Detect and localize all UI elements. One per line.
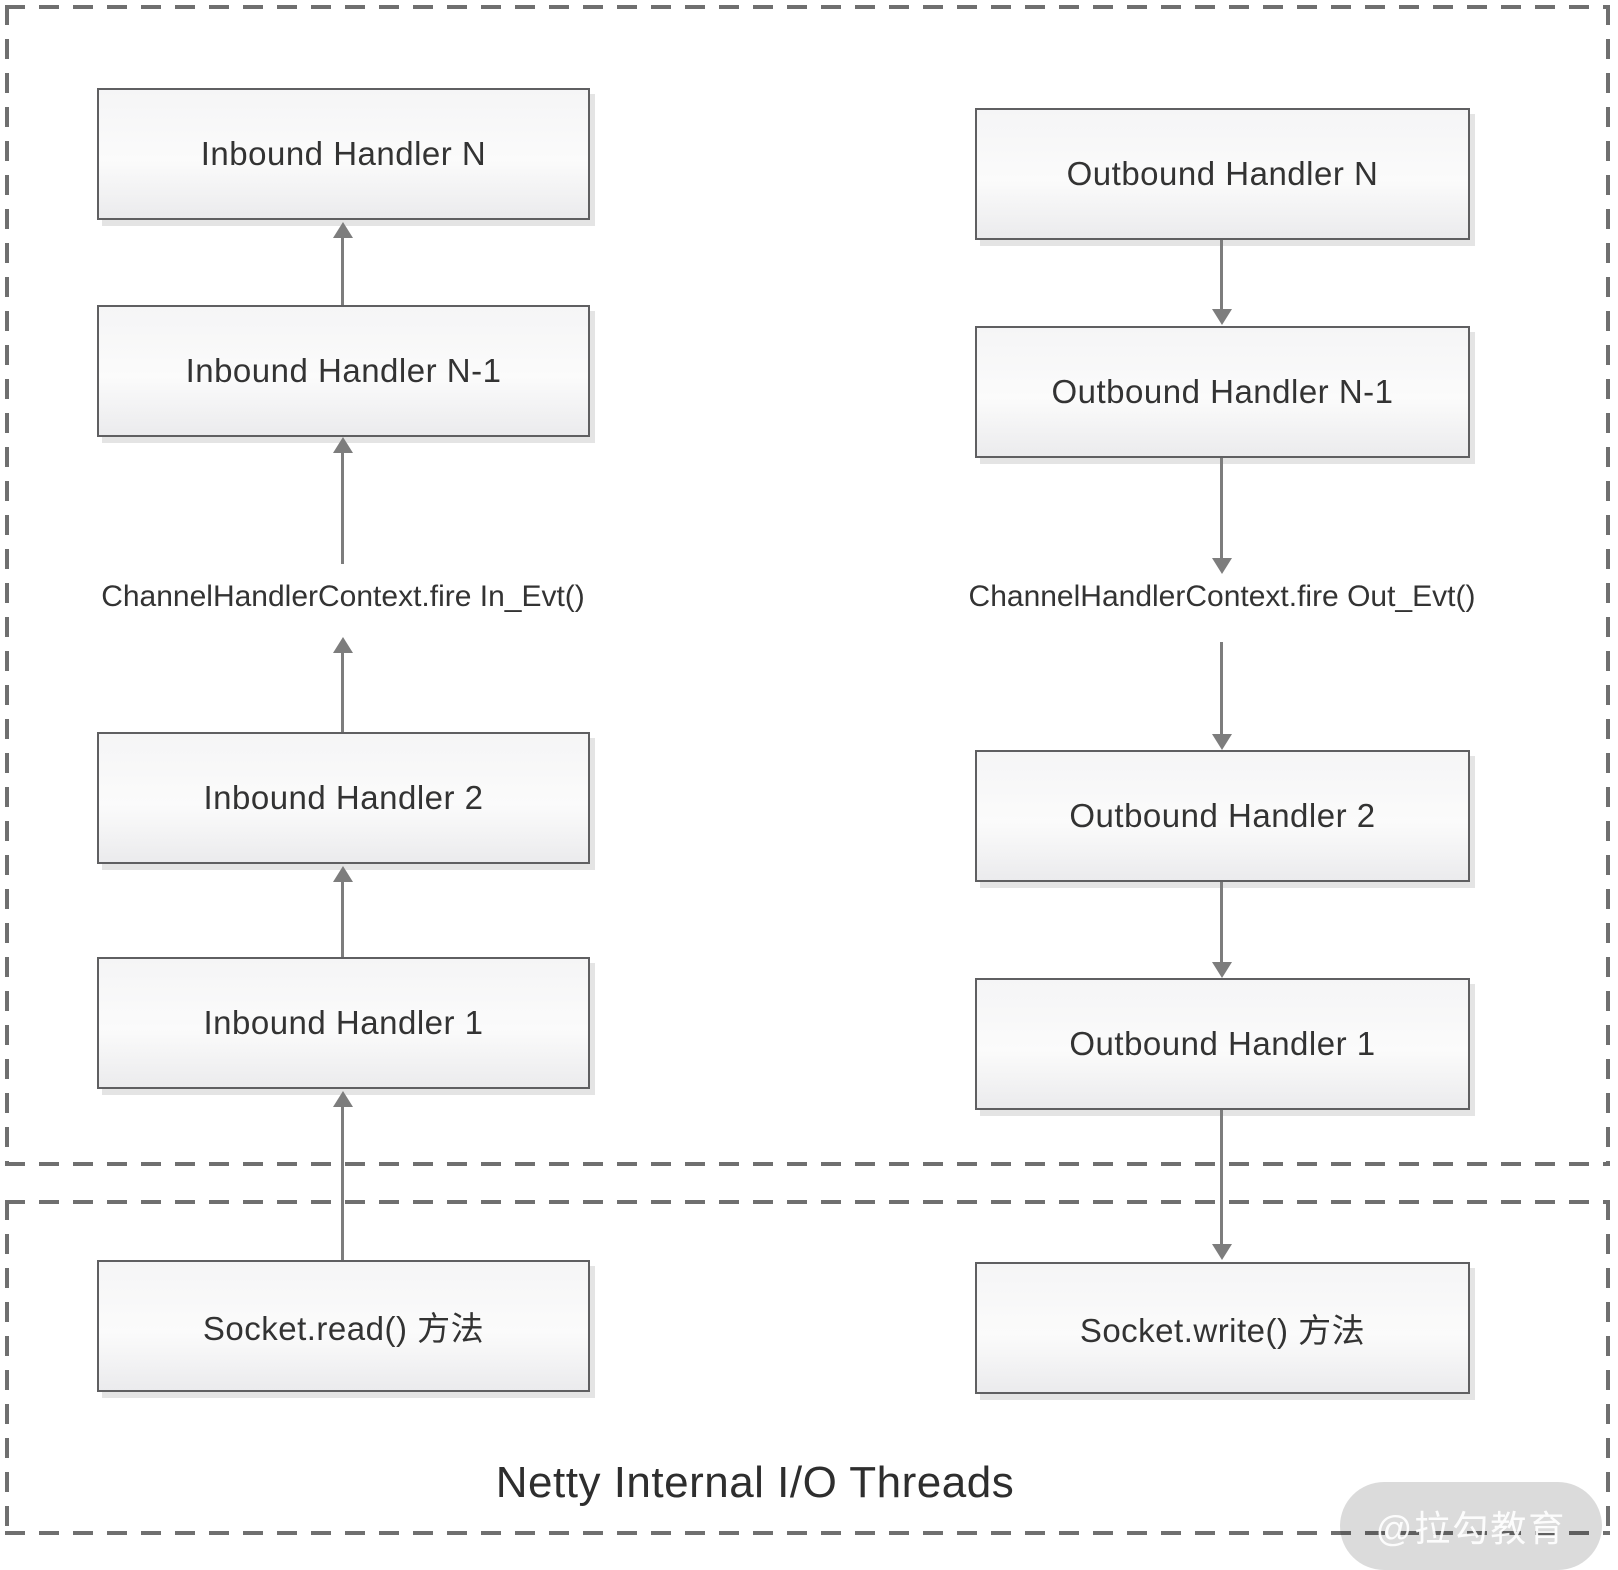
node-outbound-handler-2: Outbound Handler 2 <box>975 750 1470 882</box>
node-label: Socket.read() 方法 <box>202 1310 485 1347</box>
arrow-outbound-label-to-2 <box>1220 642 1223 734</box>
node-label: Outbound Handler N <box>1066 155 1379 192</box>
region-border-bottom <box>5 1162 1610 1166</box>
arrow-outbound-n1-to-label <box>1220 458 1223 558</box>
arrowhead-down-icon <box>1212 734 1232 750</box>
watermark-text: @拉勾教育 <box>1375 1508 1567 1549</box>
arrow-outbound-2-to-1 <box>1220 882 1223 962</box>
arrow-inbound-2-to-label <box>341 651 344 732</box>
node-outbound-handler-n: Outbound Handler N <box>975 108 1470 240</box>
region-border-right <box>1606 1200 1610 1535</box>
arrowhead-up-icon <box>333 866 353 882</box>
outbound-fire-event-label: ChannelHandlerContext.fire Out_Evt() <box>968 580 1476 613</box>
arrow-outbound-n-to-n1 <box>1220 240 1223 309</box>
arrow-inbound-1-to-2 <box>341 880 344 957</box>
arrowhead-down-icon <box>1212 309 1232 325</box>
node-socket-write: Socket.write() 方法 <box>975 1262 1470 1394</box>
node-label: Inbound Handler N-1 <box>185 352 502 389</box>
node-label: Inbound Handler 2 <box>203 779 484 816</box>
inbound-fire-event-label: ChannelHandlerContext.fire In_Evt() <box>101 580 585 613</box>
arrow-inbound-label-to-n1 <box>341 451 344 564</box>
node-label: Outbound Handler 1 <box>1069 1025 1376 1062</box>
node-label: Inbound Handler 1 <box>203 1004 484 1041</box>
arrow-socket-read-to-inbound-1 <box>341 1105 344 1260</box>
region-border-top <box>5 1200 1610 1204</box>
region-border-bottom <box>5 1531 1610 1535</box>
node-label: Inbound Handler N <box>200 135 487 172</box>
arrowhead-up-icon <box>333 222 353 238</box>
arrowhead-down-icon <box>1212 558 1232 574</box>
arrowhead-up-icon <box>333 1091 353 1107</box>
node-outbound-handler-1: Outbound Handler 1 <box>975 978 1470 1110</box>
io-threads-title: Netty Internal I/O Threads <box>495 1458 1015 1507</box>
arrow-inbound-n1-to-n <box>341 236 344 305</box>
node-outbound-handler-n-1: Outbound Handler N-1 <box>975 326 1470 458</box>
watermark-badge: @拉勾教育 <box>1340 1482 1602 1570</box>
region-border-right <box>1606 5 1610 1166</box>
node-inbound-handler-n: Inbound Handler N <box>97 88 590 220</box>
region-border-left <box>5 5 9 1166</box>
node-label: Outbound Handler N-1 <box>1051 373 1394 410</box>
node-inbound-handler-2: Inbound Handler 2 <box>97 732 590 864</box>
node-label: Outbound Handler 2 <box>1069 797 1376 834</box>
arrowhead-down-icon <box>1212 962 1232 978</box>
node-inbound-handler-1: Inbound Handler 1 <box>97 957 590 1089</box>
arrowhead-down-icon <box>1212 1244 1232 1260</box>
region-border-left <box>5 1200 9 1535</box>
arrowhead-up-icon <box>333 637 353 653</box>
region-border-top <box>5 5 1610 9</box>
node-inbound-handler-n-1: Inbound Handler N-1 <box>97 305 590 437</box>
node-label: Socket.write() 方法 <box>1079 1312 1366 1349</box>
arrow-outbound-1-to-socket-write <box>1220 1110 1223 1244</box>
node-socket-read: Socket.read() 方法 <box>97 1260 590 1392</box>
arrowhead-up-icon <box>333 437 353 453</box>
